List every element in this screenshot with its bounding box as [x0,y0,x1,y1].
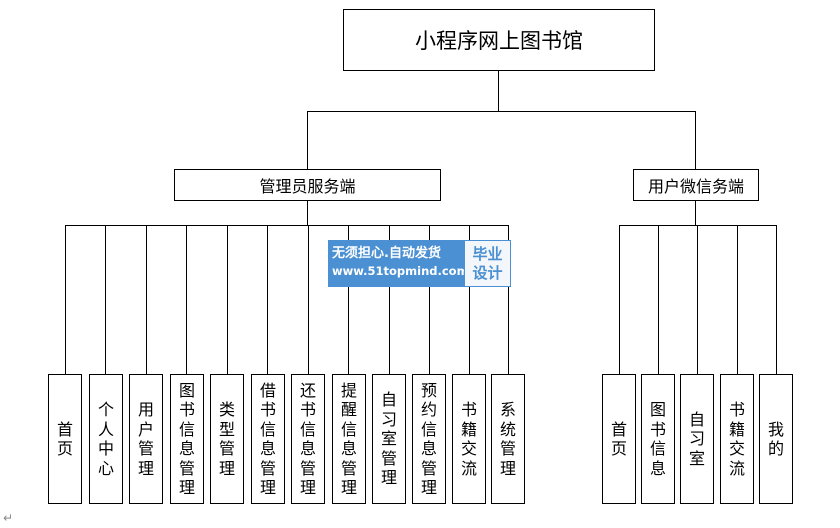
admin-leaf-label: 首页 [57,419,74,459]
connector-leaf-drop [227,225,228,374]
watermark-badge: 无须担心.自动发货 www.51topmind.com 毕业 设计 [328,240,511,287]
admin-leaf-node: 提醒信息管理 [332,374,366,504]
connector-leaf-drop [65,225,66,374]
watermark-url: www.51topmind.com [332,264,469,278]
admin-leaf-node: 类型管理 [210,374,244,504]
root-node-label: 小程序网上图书馆 [415,29,583,53]
connector-leaf-drop [619,225,620,374]
connector-leaf-drop [267,225,268,374]
connector-leaf-drop [508,225,509,374]
admin-leaf-label: 图书信息管理 [179,380,196,498]
admin-group-node: 管理员服务端 [174,169,441,201]
user-group-label: 用户微信务端 [647,177,744,196]
admin-leaf-node: 系统管理 [491,374,525,504]
watermark-text-panel: 无须担心.自动发货 www.51topmind.com [328,240,469,287]
admin-leaf-node: 还书信息管理 [291,374,325,504]
user-leaf-node: 我的 [759,374,793,504]
admin-group-label: 管理员服务端 [259,177,356,196]
user-leaf-label: 我的 [768,419,785,459]
connector-to-user [695,111,696,169]
admin-leaf-node: 首页 [48,374,82,504]
connector-leaf-drop [105,225,106,374]
admin-leaf-label: 用户管理 [138,400,155,478]
admin-leaf-label: 书籍交流 [461,400,478,478]
admin-leaf-label: 个人中心 [98,400,115,478]
watermark-slogan: 无须担心.自动发货 [332,246,441,261]
return-mark: ↵ [3,511,14,525]
connector-admin-down [307,201,308,226]
connector-leaf-drop [308,225,309,374]
admin-leaf-label: 预约信息管理 [421,380,438,498]
user-leaf-node: 自习室 [680,374,714,504]
connector-leaf-drop [389,225,390,374]
admin-leaf-node: 预约信息管理 [412,374,446,504]
connector-leaf-drop [348,225,349,374]
connector-leaf-drop [737,225,738,374]
admin-leaf-label: 类型管理 [219,400,236,478]
watermark-stamp: 毕业 设计 [464,240,511,287]
root-node: 小程序网上图书馆 [343,9,655,71]
connector-leaf-drop [186,225,187,374]
watermark-stamp-line1: 毕业 [472,244,503,263]
admin-leaf-label: 系统管理 [500,400,517,478]
admin-leaf-label: 自习室管理 [381,390,398,488]
connector-admin-bus [65,225,509,226]
connector-user-down [695,201,696,226]
user-leaf-node: 图书信息 [641,374,675,504]
connector-leaf-drop [146,225,147,374]
connector-leaf-drop [776,225,777,374]
admin-leaf-label: 提醒信息管理 [341,380,358,498]
admin-leaf-node: 图书信息管理 [170,374,204,504]
admin-leaf-node: 自习室管理 [372,374,406,504]
admin-leaf-node: 借书信息管理 [251,374,285,504]
user-leaf-node: 书籍交流 [720,374,754,504]
user-leaf-node: 首页 [602,374,636,504]
connector-leaf-drop [697,225,698,374]
connector-to-admin [307,111,308,169]
connector-leaf-drop [469,225,470,374]
connector-leaf-drop [429,225,430,374]
admin-leaf-node: 书籍交流 [452,374,486,504]
user-leaf-label: 图书信息 [650,400,667,478]
watermark-stamp-line2: 设计 [472,263,503,282]
admin-leaf-node: 用户管理 [129,374,163,504]
admin-leaf-label: 借书信息管理 [260,380,277,498]
connector-user-bus [619,225,777,226]
connector-leaf-drop [658,225,659,374]
admin-leaf-label: 还书信息管理 [300,380,317,498]
user-leaf-label: 书籍交流 [729,400,746,478]
user-leaf-label: 自习室 [689,409,706,468]
user-leaf-label: 首页 [611,419,628,459]
user-group-node: 用户微信务端 [633,169,759,201]
connector-root-down [498,71,499,111]
connector-top-bus [307,111,696,112]
admin-leaf-node: 个人中心 [89,374,123,504]
